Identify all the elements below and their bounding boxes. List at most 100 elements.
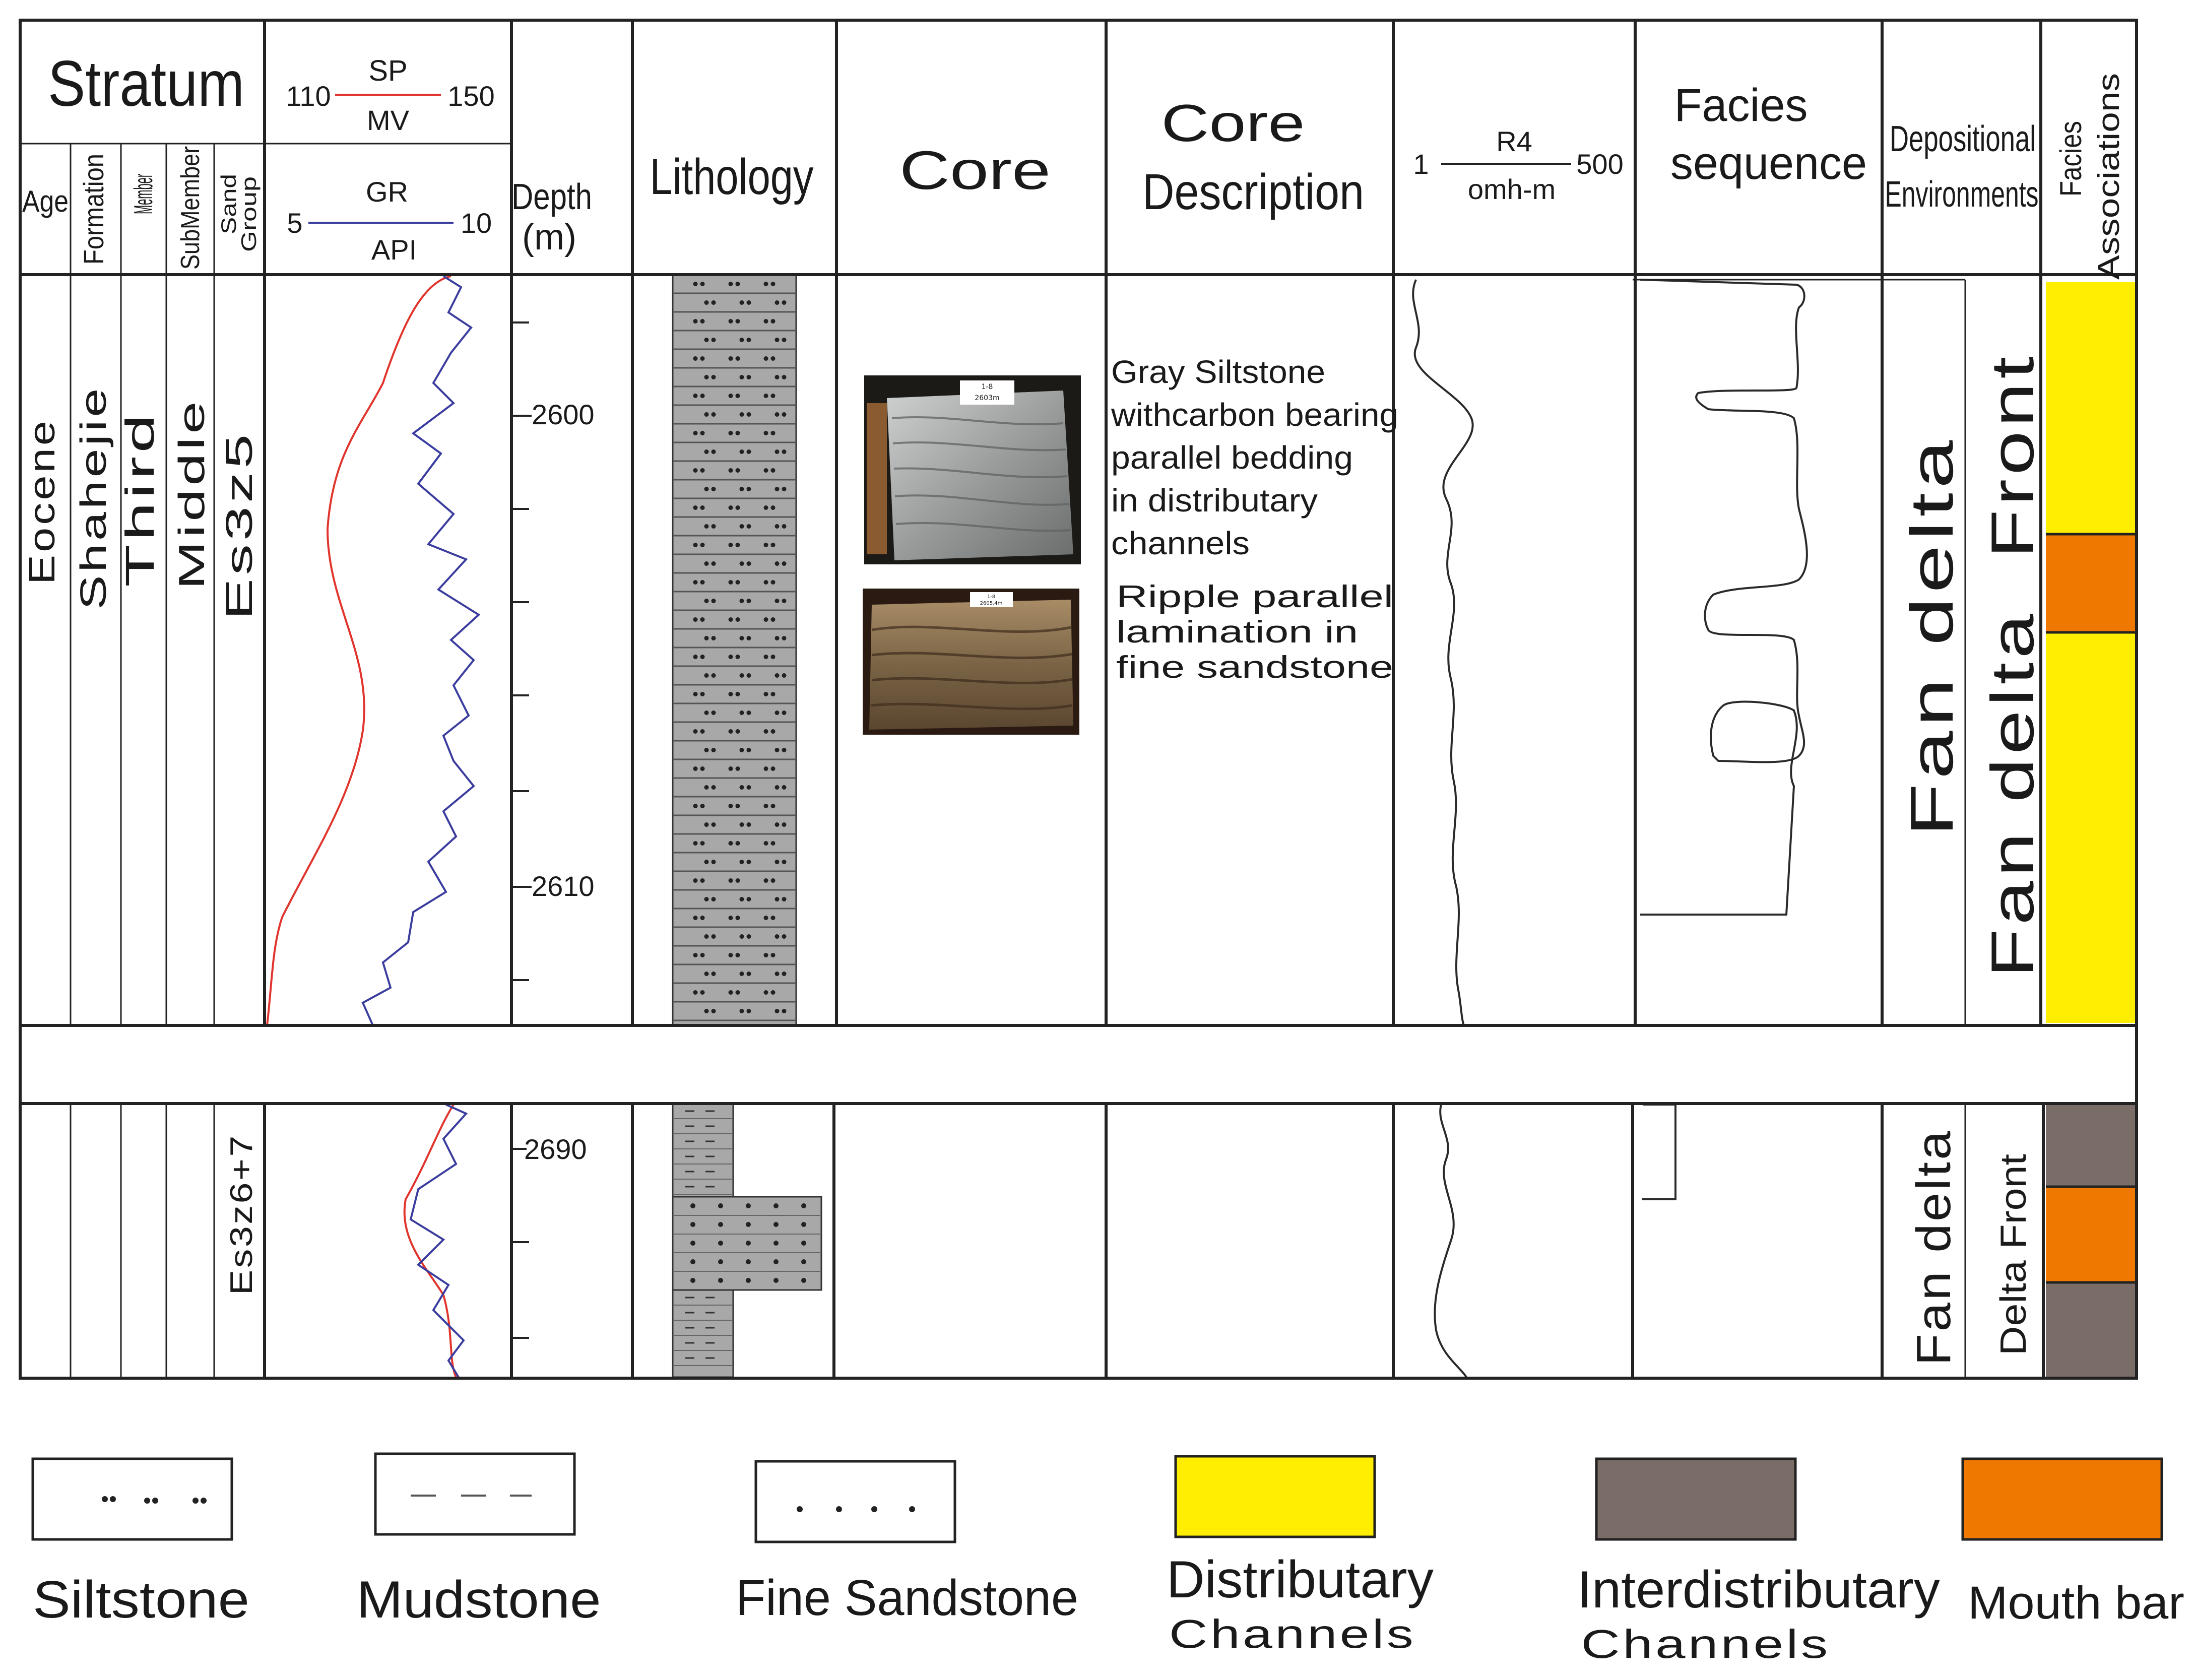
core-description-sandstone: Ripple parallel lamination in fine sands…	[1116, 579, 1393, 685]
environment-fan-delta-lower: Fan delta	[1907, 1129, 1961, 1366]
lithology-lower-mudstone-bottom	[672, 1289, 734, 1378]
resistivity-curve-lower	[1434, 1104, 1467, 1378]
legend-item-siltstone: Siltstone	[31, 1457, 249, 1629]
header-member: Member	[129, 174, 158, 214]
core-desc-1-line-3: parallel bedding	[1111, 439, 1353, 476]
core-desc-2-line-2: lamination in	[1116, 615, 1358, 650]
environment-delta-front-lower: Delta Front	[1993, 1154, 2034, 1355]
legend-label-siltstone: Siltstone	[33, 1571, 249, 1629]
legend-label-distributary: Distributary	[1167, 1550, 1434, 1609]
header-core: Core	[899, 140, 1051, 201]
core-desc-1-line-2: withcarbon bearing	[1111, 397, 1398, 433]
facies-block-interdistributary-1	[2046, 1104, 2136, 1187]
facies-block-mouth-bar-1	[2046, 534, 2136, 632]
gr-curve-lower	[409, 1104, 468, 1378]
header-facies-sequence-1: Facies	[1674, 80, 1808, 131]
facies-block-distributary-2	[2046, 632, 2136, 1023]
core-desc-2-line-3: fine sandstone	[1116, 650, 1393, 685]
core-desc-1-line-1: Gray Siltstone	[1111, 354, 1325, 390]
header-depth: Depth	[511, 177, 592, 217]
header-environments: Environments	[1885, 174, 2039, 215]
sand-group-es3z5: Es3z5	[218, 431, 260, 620]
lithology-upper-bedding	[673, 292, 796, 1021]
header-resistivity-min: 1	[1413, 148, 1429, 180]
header-stratum: Stratum	[48, 48, 244, 120]
facies-block-interdistributary-2	[2046, 1282, 2136, 1377]
header-core-description-1: Core	[1161, 94, 1305, 153]
header-gr-min: 5	[287, 207, 302, 239]
lithology-lower-pattern	[673, 1110, 821, 1366]
resistivity-curve-upper	[1412, 279, 1474, 1026]
header-gr-label: GR	[366, 176, 408, 208]
core-desc-2-line-1: Ripple parallel	[1116, 579, 1393, 614]
header-depositional: Depositional	[1890, 119, 2036, 159]
header-sand: Sand	[217, 174, 240, 234]
header-resistivity-unit: omh-m	[1468, 173, 1556, 205]
legend-label-fine-sandstone: Fine Sandstone	[736, 1570, 1078, 1626]
header-associations: Associations	[2092, 73, 2125, 280]
header-age: Age	[22, 184, 69, 218]
facies-sequence-lower	[1642, 1104, 1676, 1200]
header-resistivity-max: 500	[1576, 148, 1623, 180]
core-description-siltstone: Gray Siltstone withcarbon bearing parall…	[1111, 354, 1398, 561]
legend-label-interdistributary: Interdistributary	[1577, 1561, 1940, 1619]
core-photo-2-well: 1-8	[987, 594, 995, 600]
legend-item-mouth-bar: Mouth bar	[1961, 1457, 2184, 1629]
age-eocene: Eocene	[22, 418, 62, 585]
environment-fan-delta-upper: Fan delta	[1898, 436, 1966, 836]
header-depth-unit: (m)	[522, 217, 576, 257]
legend-label-mudstone: Mudstone	[357, 1571, 601, 1629]
header-resistivity-label: R4	[1496, 125, 1532, 157]
header-gr-max: 10	[461, 207, 492, 239]
facies-block-mouth-bar-2	[2046, 1187, 2136, 1282]
legend-label-mouth-bar: Mouth bar	[1968, 1577, 2184, 1629]
environment-fan-delta-front-upper: Fan delta Front	[1979, 353, 2046, 978]
legend-item-distributary: Distributary Channels	[1167, 1455, 1434, 1656]
header-submember: SubMember	[176, 146, 205, 270]
header-core-description-2: Description	[1142, 164, 1364, 220]
header-sp-max: 150	[447, 80, 494, 112]
depth-label-2600: 2600	[532, 399, 595, 430]
depth-ticks	[511, 321, 532, 1339]
header-formation: Formation	[78, 154, 109, 265]
sand-group-es3z6-7: Es3z6+7	[224, 1134, 259, 1295]
core-photo-fine-sandstone: 1-8 2605.4m	[863, 589, 1079, 735]
facies-sequence-upper	[1640, 279, 1808, 916]
header-group: Group	[237, 176, 261, 252]
core-desc-1-line-5: channels	[1111, 525, 1250, 561]
member-third: Third	[117, 411, 162, 587]
core-photo-1-depth: 2603m	[975, 394, 999, 402]
legend-item-fine-sandstone: Fine Sandstone	[736, 1460, 1078, 1626]
formation-shahejie: Shahejie	[74, 385, 114, 610]
depth-label-2610: 2610	[532, 870, 595, 902]
header-sp-min: 110	[286, 80, 331, 112]
sp-curve-upper	[266, 275, 451, 1026]
core-photo-2-depth: 2605.4m	[980, 601, 1003, 606]
header-sp-label: SP	[368, 54, 407, 87]
legend-label-distributary-channels: Channels	[1169, 1611, 1416, 1656]
legend-label-interdistributary-channels: Channels	[1581, 1622, 1831, 1666]
header-gr-unit: API	[371, 234, 417, 266]
depth-label-2690: 2690	[524, 1133, 587, 1165]
facies-block-distributary-1	[2046, 282, 2136, 534]
core-photo-siltstone: 1-8 2603m	[864, 375, 1081, 564]
lithology-lower-mudstone-top	[672, 1103, 734, 1198]
submember-middle: Middle	[172, 398, 212, 590]
sp-curve-lower	[403, 1104, 457, 1378]
lithology-lower-fine-sandstone	[672, 1196, 822, 1291]
header-lithology: Lithology	[650, 149, 814, 205]
legend-item-interdistributary: Interdistributary Channels	[1577, 1457, 1940, 1666]
table-grid	[19, 19, 2138, 1380]
legend-item-mudstone: Mudstone	[357, 1452, 601, 1629]
header-sp-unit: MV	[367, 104, 410, 136]
core-desc-1-line-4: in distributary	[1111, 482, 1318, 519]
sub-grid	[20, 143, 1966, 1378]
legend: Siltstone Mudstone Fine Sandstone Distri…	[31, 1452, 2184, 1666]
lithology-upper-dots	[693, 282, 787, 1013]
core-photo-1-well: 1-8	[982, 383, 993, 391]
header-facies: Facies	[2054, 121, 2088, 197]
gr-curve-upper	[361, 275, 481, 1026]
header-facies-sequence-2: sequence	[1670, 138, 1867, 189]
